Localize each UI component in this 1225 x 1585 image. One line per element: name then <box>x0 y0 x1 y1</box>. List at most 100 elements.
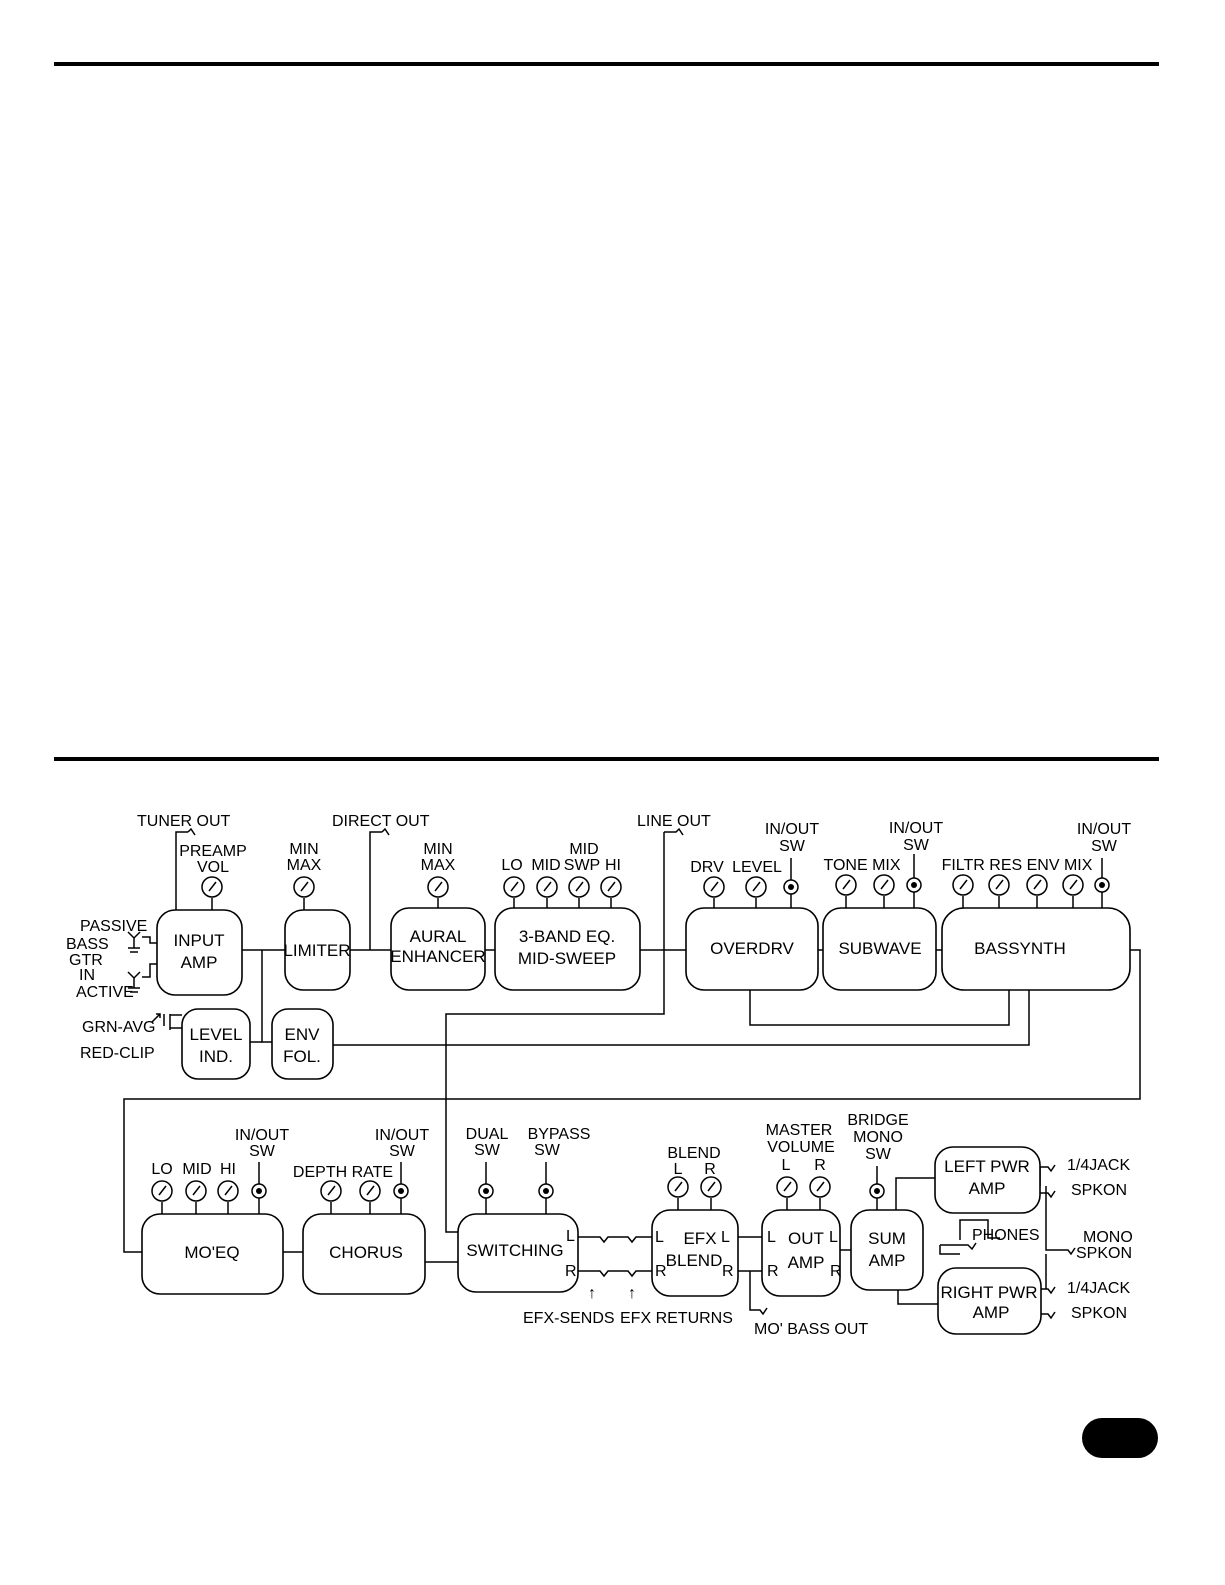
active-jack-icon <box>127 971 141 993</box>
bridge-mono-switch <box>869 1166 885 1210</box>
master-r-label: R <box>814 1157 826 1174</box>
sum-amp-block <box>850 1209 924 1291</box>
blend-r-knob <box>700 1176 722 1210</box>
blend-l-knob <box>667 1176 689 1210</box>
eq-label-2: MID-SWEEP <box>518 949 616 968</box>
limiter-min-label: MIN <box>289 841 318 858</box>
env-knob <box>1026 874 1048 908</box>
efx-returns-label: EFX RETURNS <box>620 1310 733 1327</box>
bassynth-label: BASSYNTH <box>974 939 1066 958</box>
passive-jack-icon <box>127 931 141 953</box>
switching-block <box>457 1213 579 1293</box>
sum-label-2: AMP <box>869 1251 906 1270</box>
moeq-hi-knob <box>217 1180 239 1214</box>
left-spkon-label: SPKON <box>1071 1182 1127 1199</box>
switching-l-label: L <box>566 1228 575 1245</box>
right-pwr-amp-block <box>937 1267 1042 1335</box>
aural-label-1: AURAL <box>410 927 467 946</box>
master-l-label: L <box>782 1157 791 1174</box>
eq-lo-knob <box>503 876 525 908</box>
tuner-out-label: TUNER OUT <box>137 813 231 830</box>
aural-label-2: ENHANCER <box>390 947 485 966</box>
limiter-block <box>284 909 351 991</box>
right-quarter-jack-label: 1/4JACK <box>1067 1280 1130 1297</box>
subwave-block <box>822 907 937 991</box>
chorus-block <box>302 1213 426 1295</box>
tone-mix-label: TONE MIX <box>823 857 900 874</box>
level-label-2: IND. <box>199 1047 233 1066</box>
phones-label: PHONES <box>972 1227 1040 1244</box>
efx-label-2: BLEND <box>666 1251 723 1270</box>
top-blocks: INPUT AMP LIMITER AURAL ENHANCER 3-BAND … <box>156 907 1131 1080</box>
efx-blend-block <box>651 1209 739 1297</box>
level-label-1: LEVEL <box>190 1025 243 1044</box>
aural-min-label: MIN <box>423 841 452 858</box>
eq-block <box>494 907 641 991</box>
chorus-label: CHORUS <box>329 1243 403 1262</box>
bypass-label: BYPASS <box>528 1126 591 1143</box>
moeq-label: MO'EQ <box>184 1243 239 1262</box>
eq-hi-label: HI <box>605 857 621 874</box>
eq-lo-label: LO <box>501 857 522 874</box>
mix-knob <box>873 874 895 908</box>
moeq-lo-label: LO <box>151 1161 172 1178</box>
depth-knob <box>320 1180 342 1214</box>
eq-swp-knob <box>568 876 590 908</box>
input-amp-block <box>156 909 243 996</box>
efx-sends-label: EFX-SENDS <box>523 1310 615 1327</box>
out-out-l: L <box>829 1229 838 1246</box>
chorus-sw-label: SW <box>389 1143 416 1160</box>
bottom-wires <box>283 1164 1076 1320</box>
preamp-label: PREAMP <box>179 843 247 860</box>
bassynth-block <box>941 907 1131 991</box>
moeq-mid-label: MID <box>182 1161 211 1178</box>
drv-knob <box>703 876 725 908</box>
gtr-label: GTR <box>69 952 103 969</box>
subwave-inout-label: IN/OUT <box>889 820 943 837</box>
level-knob <box>745 876 767 908</box>
out-label-1: OUT <box>788 1229 824 1248</box>
bridge-sw-label: SW <box>865 1146 892 1163</box>
out-label-2: AMP <box>788 1253 825 1272</box>
bridge-label: BRIDGE <box>847 1112 908 1129</box>
env-label-1: ENV <box>285 1025 321 1044</box>
moeq-hi-label: HI <box>220 1161 236 1178</box>
master-label: MASTER <box>766 1122 833 1139</box>
top-wires <box>123 827 1141 1253</box>
page-number-badge <box>1082 1418 1158 1458</box>
tone-knob <box>835 874 857 908</box>
eq-label-1: 3-BAND EQ. <box>519 927 615 946</box>
eq-swp-label: SWP <box>564 857 600 874</box>
limiter-max-label: MAX <box>287 857 322 874</box>
switching-r-label: R <box>565 1263 577 1280</box>
level-label: LEVEL <box>732 859 782 876</box>
eq-mid-label: MID <box>531 857 560 874</box>
blend-label: BLEND <box>667 1145 720 1162</box>
bypass-switch <box>538 1162 554 1214</box>
efx-out-l: L <box>721 1229 730 1246</box>
chorus-switch <box>393 1162 409 1214</box>
eq-hi-knob <box>600 876 622 908</box>
preamp-vol-knob <box>201 876 223 910</box>
right-spkon-label: SPKON <box>1071 1305 1127 1322</box>
section-rule <box>54 757 1159 761</box>
env-label-2: FOL. <box>283 1047 321 1066</box>
mono-spkon-label-1: MONO <box>1083 1229 1133 1246</box>
subwave-sw-label: SW <box>903 837 930 854</box>
efx-in-l: L <box>655 1229 664 1246</box>
moeq-block <box>141 1213 284 1295</box>
dual-sw-label: SW <box>474 1142 501 1159</box>
synth-mix-knob <box>1062 874 1084 908</box>
moeq-sw-label: SW <box>249 1143 276 1160</box>
efx-label-1: EFX <box>683 1229 716 1248</box>
blend-l-label: L <box>674 1161 683 1178</box>
moeq-lo-knob <box>151 1180 173 1214</box>
left-label-1: LEFT PWR <box>944 1157 1030 1176</box>
out-in-l: L <box>767 1229 776 1246</box>
master-r-knob <box>809 1176 831 1210</box>
bottom-blocks: MO'EQ CHORUS SWITCHING L R EFX BLEND L R… <box>141 1146 1042 1335</box>
in-label: IN <box>79 967 95 984</box>
aural-max-label: MAX <box>421 857 456 874</box>
moeq-inout-label: IN/OUT <box>235 1127 289 1144</box>
